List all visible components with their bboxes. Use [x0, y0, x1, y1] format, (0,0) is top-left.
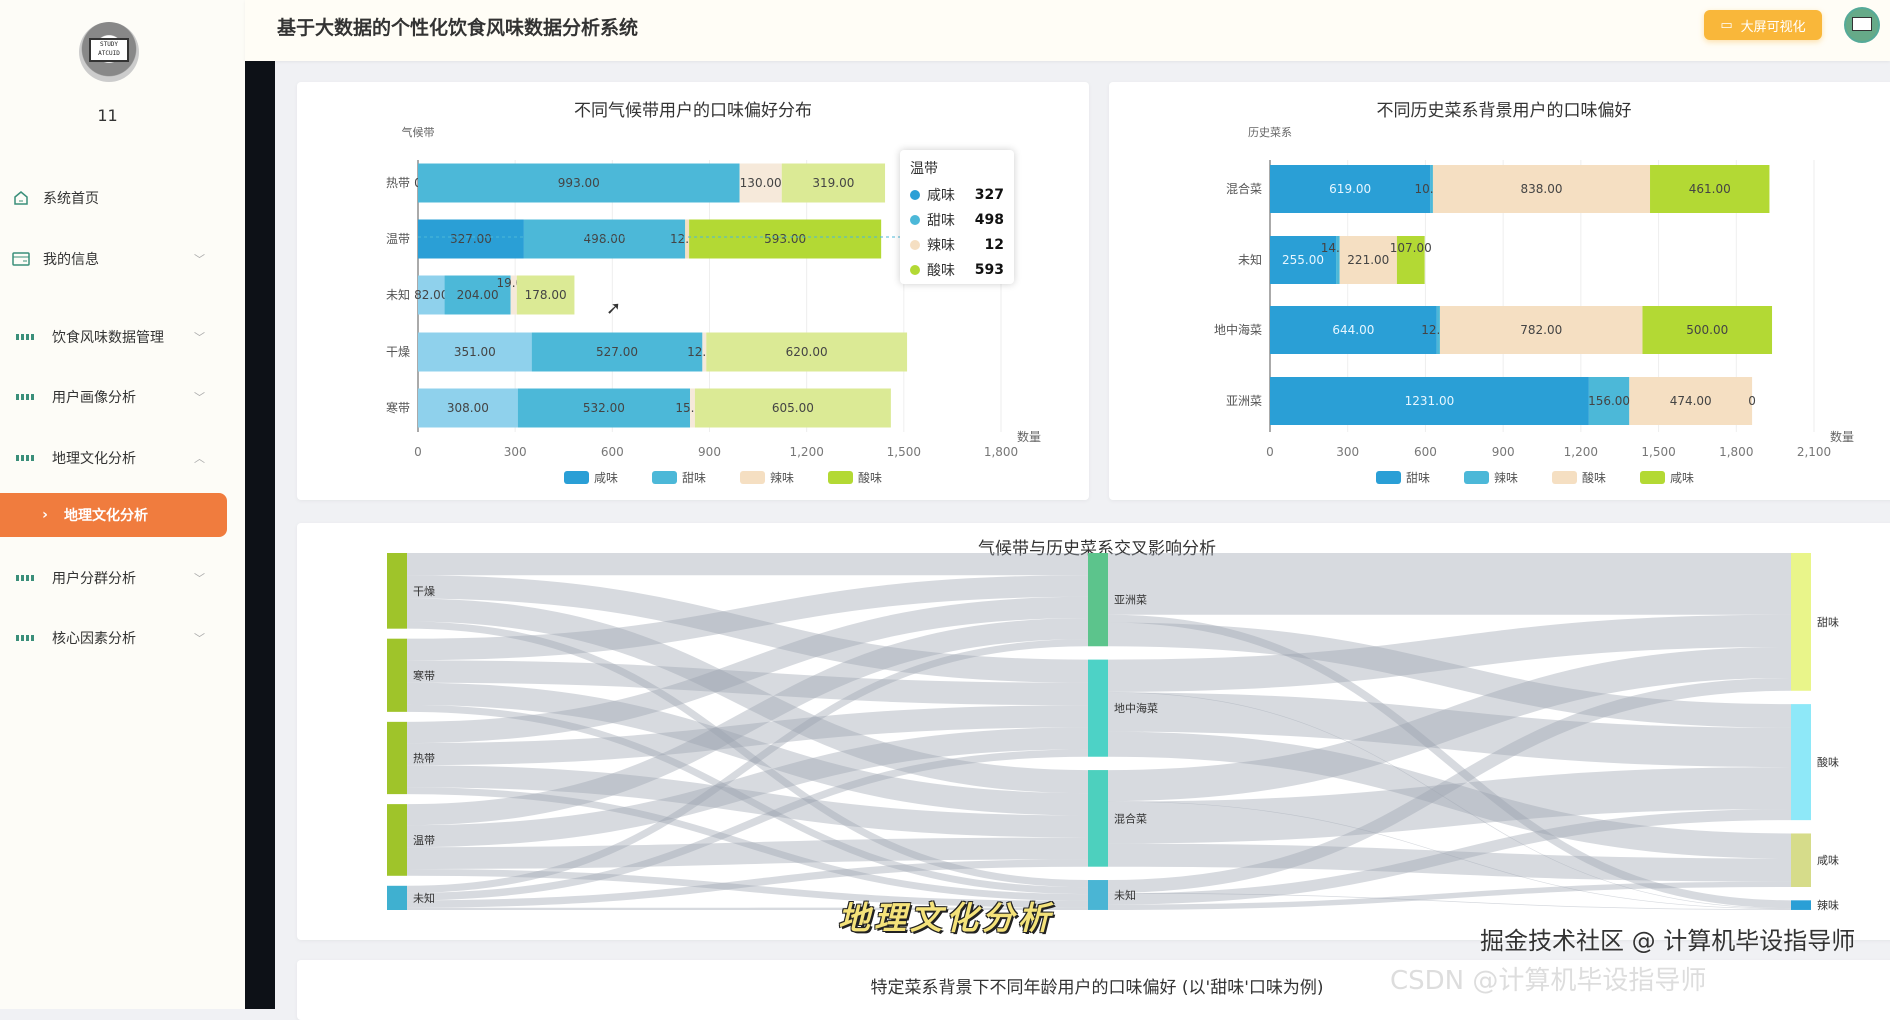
sidebar-item[interactable]: 饮食风味数据管理 ﹀ [0, 315, 227, 359]
chart-tooltip: 温带 咸味 327 甜味 498 辣味 12 酸味 593 [900, 150, 1014, 284]
chart-title: 气候带与历史菜系交叉影响分析 [297, 534, 1890, 559]
grid-icon [16, 570, 34, 586]
chevron-icon: ﹀ [194, 329, 205, 345]
sidebar-item[interactable]: 地理文化分析 ︿ [0, 436, 227, 480]
home-icon [12, 190, 30, 206]
dark-strip [245, 61, 275, 1009]
mouse-cursor-icon: ➚ [606, 298, 621, 319]
app-title: 基于大数据的个性化饮食风味数据分析系统 [277, 13, 638, 40]
watermark-faint: CSDN @计算机毕设指导师 [1390, 964, 1706, 998]
series-dot-icon [910, 265, 920, 275]
sidebar-item[interactable]: 我的信息 ﹀ [0, 237, 227, 281]
sidebar-item-label: 用户画像分析 [52, 387, 136, 407]
tooltip-row: 辣味 12 [910, 232, 1004, 257]
sidebar-item[interactable]: 系统首页 [0, 176, 227, 220]
tooltip-value: 327 [975, 187, 1004, 203]
series-dot-icon [910, 215, 920, 225]
sidebar-item[interactable]: 用户分群分析 ﹀ [0, 556, 227, 600]
series-dot-icon [910, 190, 920, 200]
monitor-icon: ▭ [1720, 18, 1732, 33]
tooltip-value: 498 [975, 212, 1004, 228]
climate-chart-card: 不同气候带用户的口味偏好分布 [297, 82, 1089, 500]
sidebar-item-label: 地理文化分析 [64, 505, 148, 525]
chevron-icon: ﹀ [194, 630, 205, 646]
grid-icon [16, 329, 34, 345]
chevron-icon: ︿ [194, 450, 205, 466]
watermark: 掘金技术社区 @ 计算机毕设指导师 [1480, 926, 1855, 956]
cuisine-chart-card: 不同历史菜系背景用户的口味偏好 [1109, 82, 1890, 500]
bigscreen-label: 大屏可视化 [1741, 16, 1806, 35]
tooltip-row: 咸味 327 [910, 182, 1004, 207]
chevron-icon: ﹀ [194, 389, 205, 405]
username: 11 [0, 106, 215, 125]
tooltip-row: 甜味 498 [910, 207, 1004, 232]
tooltip-value: 593 [975, 262, 1004, 278]
card-icon [12, 251, 30, 267]
tooltip-row: 酸味 593 [910, 257, 1004, 282]
sidebar-item[interactable]: 用户画像分析 ﹀ [0, 375, 227, 419]
grid-icon [16, 389, 34, 405]
grid-icon [16, 450, 34, 466]
bigscreen-button[interactable]: ▭ 大屏可视化 [1704, 10, 1822, 40]
series-dot-icon [910, 240, 920, 250]
sidebar: STUDY ATCUID 11 系统首页我的信息﹀饮食风味数据管理﹀用户画像分析… [0, 0, 245, 1009]
chart-title: 不同历史菜系背景用户的口味偏好 [1109, 96, 1890, 121]
chevron-right-icon: › [36, 507, 54, 523]
tooltip-series: 甜味 [927, 210, 955, 230]
header-avatar[interactable] [1844, 7, 1880, 43]
tooltip-series: 咸味 [927, 185, 955, 205]
chevron-icon: ﹀ [194, 570, 205, 586]
sidebar-item-label: 饮食风味数据管理 [52, 327, 164, 347]
grid-icon [16, 630, 34, 646]
tooltip-series: 辣味 [927, 235, 955, 255]
chart-title: 不同气候带用户的口味偏好分布 [297, 96, 1089, 121]
tooltip-title: 温带 [910, 158, 1004, 182]
sidebar-item-label: 用户分群分析 [52, 568, 136, 588]
sidebar-item-label: 核心因素分析 [52, 628, 136, 648]
tooltip-series: 酸味 [927, 260, 955, 280]
sidebar-item[interactable]: › 地理文化分析 [0, 493, 227, 537]
tooltip-value: 12 [985, 237, 1004, 253]
sidebar-item[interactable]: 核心因素分析 ﹀ [0, 616, 227, 660]
sidebar-item-label: 地理文化分析 [52, 448, 136, 468]
header: 基于大数据的个性化饮食风味数据分析系统 ▭ 大屏可视化 [245, 0, 1890, 61]
sankey-card: 气候带与历史菜系交叉影响分析 [297, 523, 1890, 940]
sidebar-item-label: 系统首页 [43, 188, 99, 208]
video-caption: 地理文化分析 [838, 898, 1054, 938]
chevron-icon: ﹀ [194, 251, 205, 267]
sidebar-item-label: 我的信息 [43, 249, 99, 269]
user-avatar[interactable]: STUDY ATCUID [79, 22, 139, 82]
